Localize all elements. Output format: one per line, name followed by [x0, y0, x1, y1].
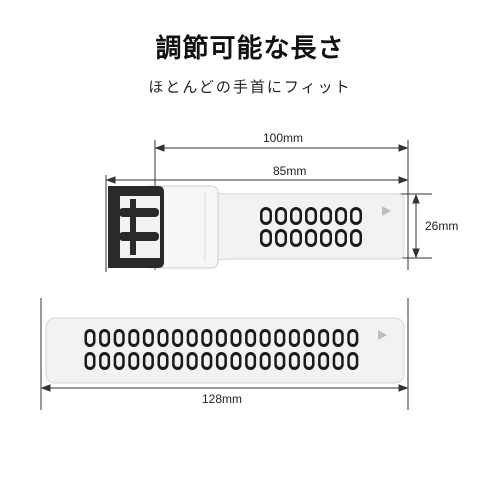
strap-hole-inner	[335, 332, 342, 344]
strap-hole-inner	[349, 332, 356, 344]
strap-hole-inner	[233, 332, 239, 344]
strap-hole-inner	[277, 210, 285, 222]
strap-hole-inner	[349, 355, 356, 367]
strap-hole-inner	[337, 210, 345, 222]
strap-keeper-loop	[159, 185, 219, 269]
strap-hole-inner	[145, 332, 152, 344]
label-85mm: 85mm	[273, 164, 307, 178]
label-26mm: 26mm	[425, 219, 459, 233]
strap-holes-short	[260, 207, 362, 247]
label-100mm: 100mm	[263, 131, 304, 145]
strap-hole-inner	[291, 355, 298, 367]
strap-hole-inner	[160, 332, 166, 344]
strap-hole-inner	[306, 355, 312, 367]
strap-hole-inner	[130, 355, 137, 367]
long-strap	[45, 317, 405, 384]
strap-hole-inner	[337, 232, 345, 244]
dimension-line-26mm	[386, 193, 432, 259]
strap-hole-inner	[189, 332, 196, 344]
strap-hole-inner	[160, 355, 166, 367]
strap-holes-long	[84, 329, 359, 370]
strap-hole-inner	[247, 355, 254, 367]
strap-hole-inner	[322, 232, 330, 244]
strap-hole-inner	[320, 332, 327, 344]
arrow-tip-icon	[382, 206, 391, 216]
strap-hole-inner	[101, 332, 108, 344]
strap-hole-inner	[307, 210, 315, 222]
strap-hole-inner	[307, 232, 315, 244]
strap-hole-inner	[174, 332, 181, 344]
strap-hole-inner	[352, 210, 360, 222]
strap-hole-inner	[277, 232, 285, 244]
strap-hole-inner	[101, 355, 108, 367]
strap-hole-inner	[262, 332, 269, 344]
strap-hole-inner	[218, 355, 225, 367]
arrow-tip-icon	[378, 330, 387, 340]
strap-hole-inner	[262, 232, 270, 244]
strap-hole-inner	[322, 210, 330, 222]
strap-hole-inner	[247, 332, 254, 344]
strap-hole-inner	[276, 332, 283, 344]
strap-hole-inner	[116, 332, 123, 344]
strap-hole-inner	[306, 332, 312, 344]
page-subtitle: ほとんどの手首にフィット	[148, 78, 352, 96]
strap-hole-inner	[292, 210, 300, 222]
strap-hole-inner	[276, 355, 283, 367]
strap-hole-inner	[116, 355, 123, 367]
strap-hole-inner	[292, 232, 300, 244]
buckle-strap	[108, 185, 405, 269]
buckle-icon	[108, 186, 164, 268]
dimension-line-85mm	[105, 175, 409, 272]
strap-hole-inner	[130, 332, 137, 344]
strap-hole-inner	[87, 355, 93, 367]
page-title: 調節可能な長さ	[155, 34, 345, 64]
long-strap-body	[45, 317, 405, 384]
strap-hole-inner	[189, 355, 196, 367]
strap-hole-inner	[174, 355, 181, 367]
strap-hole-inner	[203, 355, 210, 367]
strap-hole-inner	[233, 355, 239, 367]
strap-hole-inner	[218, 332, 225, 344]
strap-hole-inner	[262, 210, 270, 222]
strap-hole-inner	[87, 332, 93, 344]
label-128mm: 128mm	[202, 392, 243, 406]
strap-hole-inner	[335, 355, 342, 367]
strap-hole-inner	[262, 355, 269, 367]
strap-hole-inner	[291, 332, 298, 344]
strap-hole-inner	[320, 355, 327, 367]
strap-hole-inner	[352, 232, 360, 244]
dimension-line-128mm	[40, 298, 409, 410]
strap-hole-inner	[145, 355, 152, 367]
strap-hole-inner	[203, 332, 210, 344]
